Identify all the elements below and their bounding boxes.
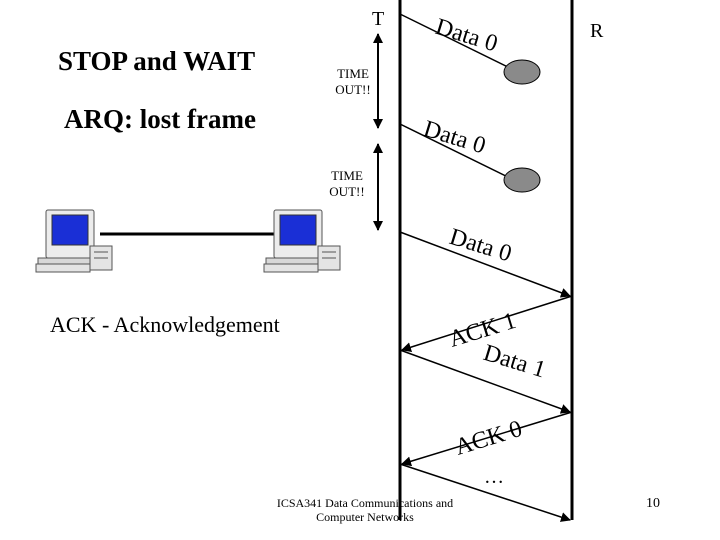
timeout-label-2: TIME OUT!! [329,168,365,199]
computer-icon [263,209,341,273]
next-frame-arrow [399,463,571,522]
title-line-2: ARQ: lost frame [64,104,256,134]
lost-frame-blob-1 [503,59,541,85]
computer-icon [35,209,113,273]
ack1-arrow [401,295,573,353]
footer-line-2: Computer Networks [316,510,414,524]
timeout-label-1: TIME OUT!! [335,66,371,97]
ack-legend: ACK - Acknowledgement [50,312,280,337]
title-line-1: STOP and WAIT [58,46,256,76]
ack0-arrow [401,411,573,467]
lost-frame-arrow-1 [399,13,519,73]
sender-label: T [372,8,385,30]
footer: ICSA341 Data Communications and Computer… [270,496,460,524]
lost-frame-blob-2 [503,167,541,193]
footer-line-1: ICSA341 Data Communications and [276,496,454,510]
continuation-ellipsis: … [484,466,504,488]
lost-frame-arrow-2 [399,123,519,183]
data1-arrow [399,349,571,414]
data0-arrow [399,231,571,298]
receiver-label: R [590,20,604,42]
page-number: 10 [646,496,660,511]
